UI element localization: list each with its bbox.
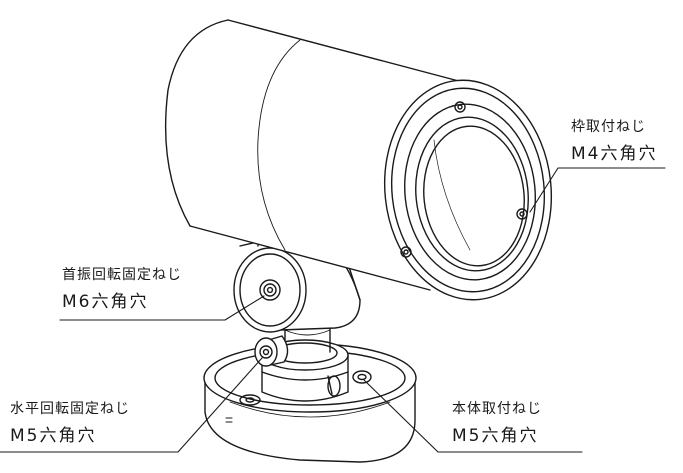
front-bezel xyxy=(383,79,553,301)
neck-swivel-screw-name: 首振回転固定ねじ xyxy=(62,267,182,283)
body-mount-screw-size: M5六角穴 xyxy=(452,426,539,446)
frame-screw-size: M4六角穴 xyxy=(571,144,658,164)
body-mount-screw-name: 本体取付ねじ xyxy=(452,401,542,417)
leader-body-mount-screw xyxy=(363,379,583,453)
leader-lines xyxy=(0,167,666,453)
neck-swivel-screw-size: M6六角穴 xyxy=(62,292,149,312)
body-mount-screw xyxy=(327,370,372,397)
horizontal-swivel-screw-name: 水平回転固定ねじ xyxy=(10,401,130,417)
leader-horizontal-swivel-screw xyxy=(0,357,263,453)
frame-screw-name: 枠取付ねじ xyxy=(571,119,646,135)
horizontal-swivel-screw-size: M5六角穴 xyxy=(10,426,97,446)
leader-neck-swivel-screw xyxy=(59,295,265,321)
leader-frame-screw xyxy=(529,167,666,213)
horizontal-swivel-screw-knob xyxy=(254,335,289,367)
